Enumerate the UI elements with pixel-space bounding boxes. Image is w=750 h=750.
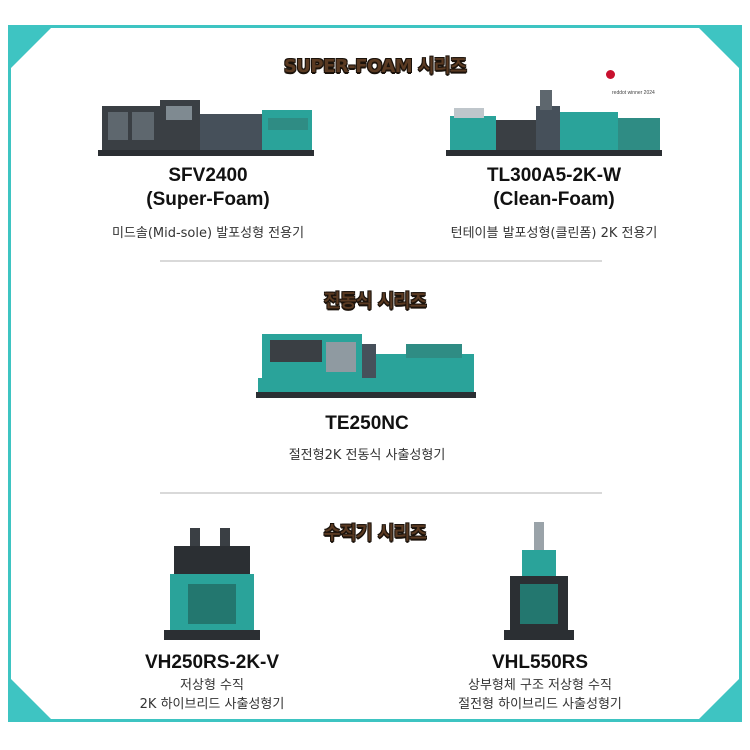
desc-line: 저상형 수직	[180, 678, 244, 693]
product-name-vhl550: VHL550RS	[491, 652, 589, 673]
vhl550-machine-image	[504, 522, 574, 640]
corner-decoration	[696, 25, 742, 71]
product-subtitle: (Clean-Foam)	[493, 189, 615, 210]
product-desc-vhl550: 상부형체 구조 저상형 수직 절전형 하이브리드 사출성형기	[420, 676, 660, 714]
product-name-te250nc: TE250NC	[325, 413, 409, 434]
desc-line: 상부형체 구조 저상형 수직	[468, 678, 612, 693]
desc-line: 2K 하이브리드 사출성형기	[139, 697, 285, 712]
product-name-sfv2400: SFV2400 (Super-Foam)	[100, 164, 316, 212]
corner-decoration	[696, 676, 742, 722]
corner-decoration	[8, 676, 54, 722]
corner-decoration	[8, 25, 54, 71]
section-divider	[160, 260, 602, 262]
section-title-super-foam: SUPER-FOAM 시리즈	[283, 56, 467, 77]
product-desc-te250nc: 절전형2K 전동식 사출성형기	[288, 448, 446, 463]
tl300-machine-image	[446, 90, 662, 156]
section-divider	[160, 492, 602, 494]
vh250-machine-image	[164, 528, 260, 640]
reddot-logo	[606, 70, 615, 79]
product-model: TL300A5-2K-W	[486, 165, 622, 186]
product-subtitle: (Super-Foam)	[146, 189, 270, 210]
product-name-tl300: TL300A5-2K-W (Clean-Foam)	[430, 164, 678, 212]
product-desc-sfv2400: 미드솔(Mid-sole) 발포성형 전용기	[111, 226, 305, 241]
product-desc-vh250: 저상형 수직 2K 하이브리드 사출성형기	[102, 676, 322, 714]
product-model: SFV2400	[168, 165, 248, 186]
section-title-electric: 전동식 시리즈	[323, 291, 427, 312]
page-frame	[8, 25, 742, 722]
product-desc-tl300: 턴테이블 발포성형(클린폼) 2K 전용기	[450, 226, 658, 241]
te250nc-machine-image	[256, 334, 476, 398]
desc-line: 절전형 하이브리드 사출성형기	[458, 697, 622, 712]
award-badge: reddot winner 2024	[612, 90, 655, 96]
product-name-vh250: VH250RS-2K-V	[144, 652, 280, 673]
sfv2400-machine-image	[98, 100, 314, 158]
section-title-vertical: 수직기 시리즈	[323, 523, 427, 544]
